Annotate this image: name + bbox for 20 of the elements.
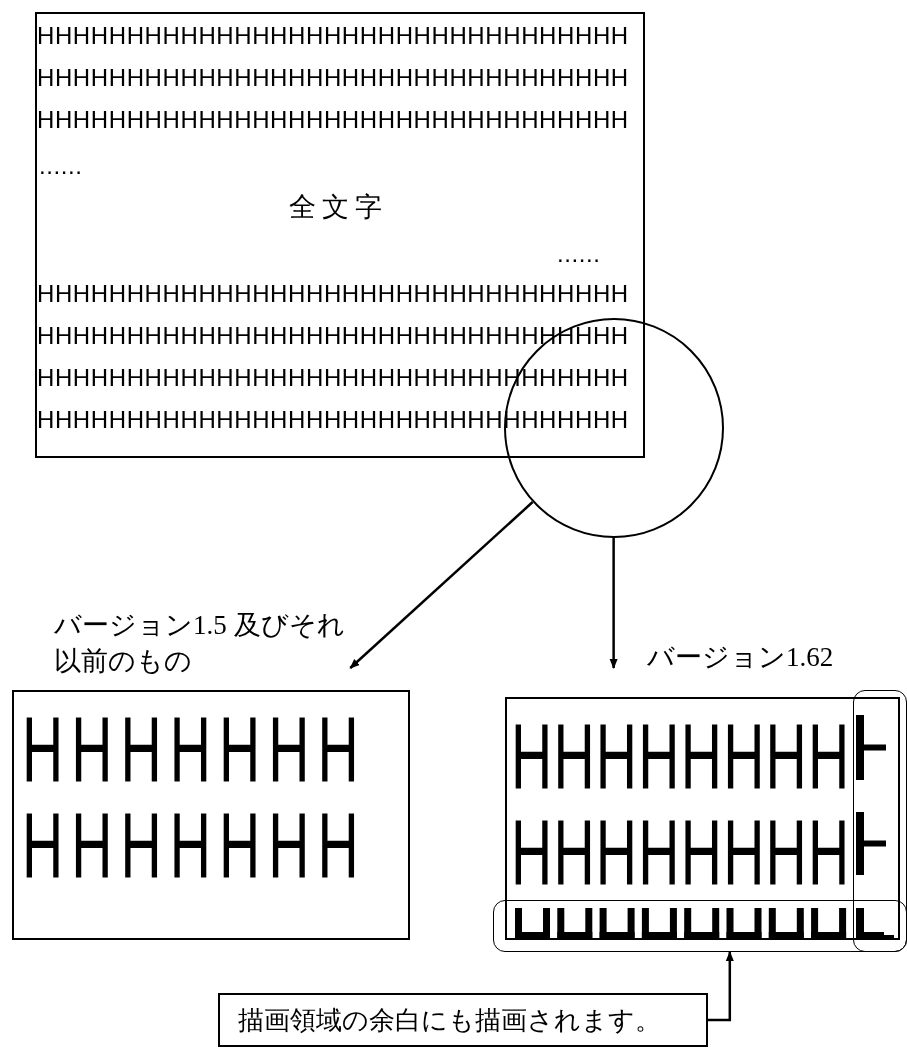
highlight-outline (853, 690, 907, 952)
note-text: 描画領域の余白にも描画されます。 (238, 1007, 661, 1033)
enlarged-character-row: HHHHHHH (22, 800, 367, 892)
character-row: HHHHHHHHHHHHHHHHHHHHHHHHHHHHHHHHH (37, 282, 629, 306)
character-row: HHHHHHHHHHHHHHHHHHHHHHHHHHHHHHHHH (37, 24, 629, 48)
text-frame (35, 12, 645, 458)
character-row: HHHHHHHHHHHHHHHHHHHHHHHHHHHHHHHHH (37, 66, 629, 90)
version-heading: バージョン1.62 (647, 644, 834, 671)
note-box (218, 993, 708, 1047)
ellipsis: ...... (39, 154, 83, 178)
enlarged-character-row: HHHHHHHH (511, 711, 851, 803)
arrow (609, 538, 618, 669)
frame-label: 全文字 (289, 194, 388, 221)
enlarged-character-row: HHHHHHH (22, 704, 367, 796)
version-heading: バージョン1.5 及びそれ以前のもの (54, 609, 346, 679)
arrow (349, 501, 534, 669)
character-row: HHHHHHHHHHHHHHHHHHHHHHHHHHHHHHHHH (37, 108, 629, 132)
arrow (708, 951, 734, 1022)
ellipsis: ...... (557, 242, 601, 266)
enlarged-character-row: HHHHHHHH (511, 807, 851, 899)
